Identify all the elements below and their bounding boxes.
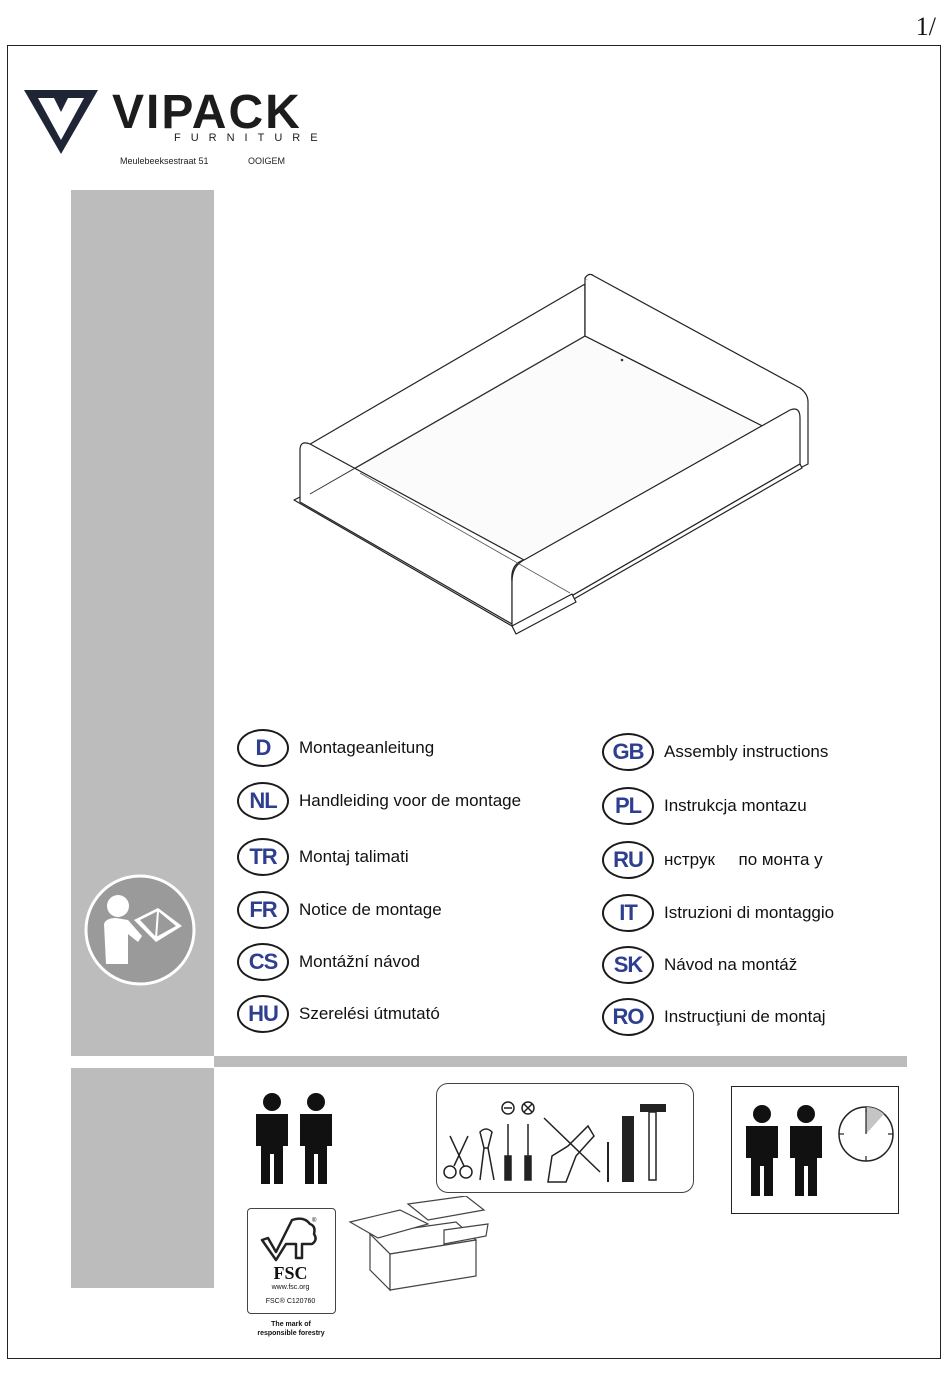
screwdriver-cross-icon <box>521 1101 535 1181</box>
lang-row-pl: PL Instrukcja montazu <box>602 778 834 834</box>
read-manual-icon <box>84 874 196 986</box>
hammer-icon <box>640 1104 666 1181</box>
product-drawing <box>293 273 809 635</box>
lang-text-tr: Montaj talimati <box>299 847 409 866</box>
lang-text-fr: Notice de montage <box>299 900 442 919</box>
languages-right: GB Assembly instructions PL Instrukcja m… <box>602 726 834 1044</box>
lang-badge-fr: FR <box>237 891 289 929</box>
tools-bubble <box>436 1083 694 1193</box>
tools-drawing <box>443 1101 666 1183</box>
brand-city: OOIGEM <box>248 156 286 166</box>
lang-text-cs: Montážní návod <box>299 952 420 971</box>
lang-text-nl: Handleiding voor de montage <box>299 791 522 810</box>
divider-bar <box>214 1056 907 1067</box>
lang-text-sk: Návod na montáž <box>664 955 798 974</box>
brand-name: VIPACK <box>112 86 302 139</box>
lang-badge-ro: RO <box>602 998 654 1036</box>
toolbox-icon <box>348 1196 489 1292</box>
fsc-tree-icon: ® <box>260 1217 317 1262</box>
lang-text-de: Montageanleitung <box>299 738 435 757</box>
time-box <box>731 1086 899 1214</box>
lang-text-it: Istruzioni di montaggio <box>664 903 835 922</box>
lang-badge-it: IT <box>602 894 654 932</box>
lang-text-gb: Assembly instructions <box>664 742 829 761</box>
lang-row-it: IT Istruzioni di montaggio <box>602 886 834 940</box>
lang-badge-de: D <box>237 729 289 767</box>
svg-text:®: ® <box>312 1217 317 1224</box>
lang-badge-pl: PL <box>602 787 654 825</box>
page-number: 1/ <box>915 12 936 41</box>
two-persons-time-icon <box>746 1105 822 1196</box>
lang-text-ro: Instrucţiuni de montaj <box>664 1007 826 1026</box>
lang-badge-nl: NL <box>237 782 289 820</box>
lang-row-gb: GB Assembly instructions <box>602 726 834 778</box>
fsc-mark-line1: The mark of <box>271 1321 311 1328</box>
fsc-mark-line2: responsible forestry <box>257 1330 325 1337</box>
screwdriver-minus-icon <box>501 1101 515 1181</box>
fsc-code: FSC® C120760 <box>265 1298 316 1305</box>
languages-left: D Montageanleitung NL Handleiding voor d… <box>237 724 521 1040</box>
fsc-word: FSC <box>273 1263 308 1283</box>
lang-row-fr: FR Notice de montage <box>237 884 521 936</box>
lang-row-tr: TR Montaj talimati <box>237 830 521 884</box>
lang-row-nl: NL Handleiding voor de montage <box>237 772 521 830</box>
lang-badge-gb: GB <box>602 733 654 771</box>
fsc-mark-text: The mark of responsible forestry <box>240 1320 342 1338</box>
page-frame <box>7 45 941 1359</box>
brand-address: Meulebeeksestraat 51 <box>120 156 209 166</box>
lang-badge-sk: SK <box>602 946 654 984</box>
lang-badge-cs: CS <box>237 943 289 981</box>
pliers-icon <box>479 1128 495 1181</box>
side-panel-bottom <box>71 1068 214 1288</box>
lang-text-ru: нструк по монта у <box>664 850 823 869</box>
fsc-badge <box>247 1208 336 1314</box>
lang-row-ru: RU нструк по монта у <box>602 834 834 886</box>
brand-subtitle: FURNITURE <box>174 132 328 144</box>
lang-badge-ru: RU <box>602 841 654 879</box>
ruler-icon <box>622 1116 634 1182</box>
lang-row-de: D Montageanleitung <box>237 724 521 772</box>
lang-row-sk: SK Návod na montáž <box>602 940 834 990</box>
lang-text-pl: Instrukcja montazu <box>664 796 807 815</box>
lang-row-hu: HU Szerelési útmutató <box>237 988 521 1040</box>
lang-badge-hu: HU <box>237 995 289 1033</box>
scissors-icon <box>443 1135 473 1179</box>
lang-row-cs: CS Montážní návod <box>237 936 521 988</box>
two-persons-icon <box>256 1093 332 1184</box>
vipack-logo-icon <box>24 90 98 154</box>
drill-crossed-icon <box>543 1117 601 1183</box>
fsc-url: www.fsc.org <box>271 1284 310 1291</box>
clock-icon <box>838 1106 894 1162</box>
lang-text-hu: Szerelési útmutató <box>299 1004 440 1023</box>
lang-badge-tr: TR <box>237 838 289 876</box>
lang-row-ro: RO Instrucţiuni de montaj <box>602 990 834 1044</box>
